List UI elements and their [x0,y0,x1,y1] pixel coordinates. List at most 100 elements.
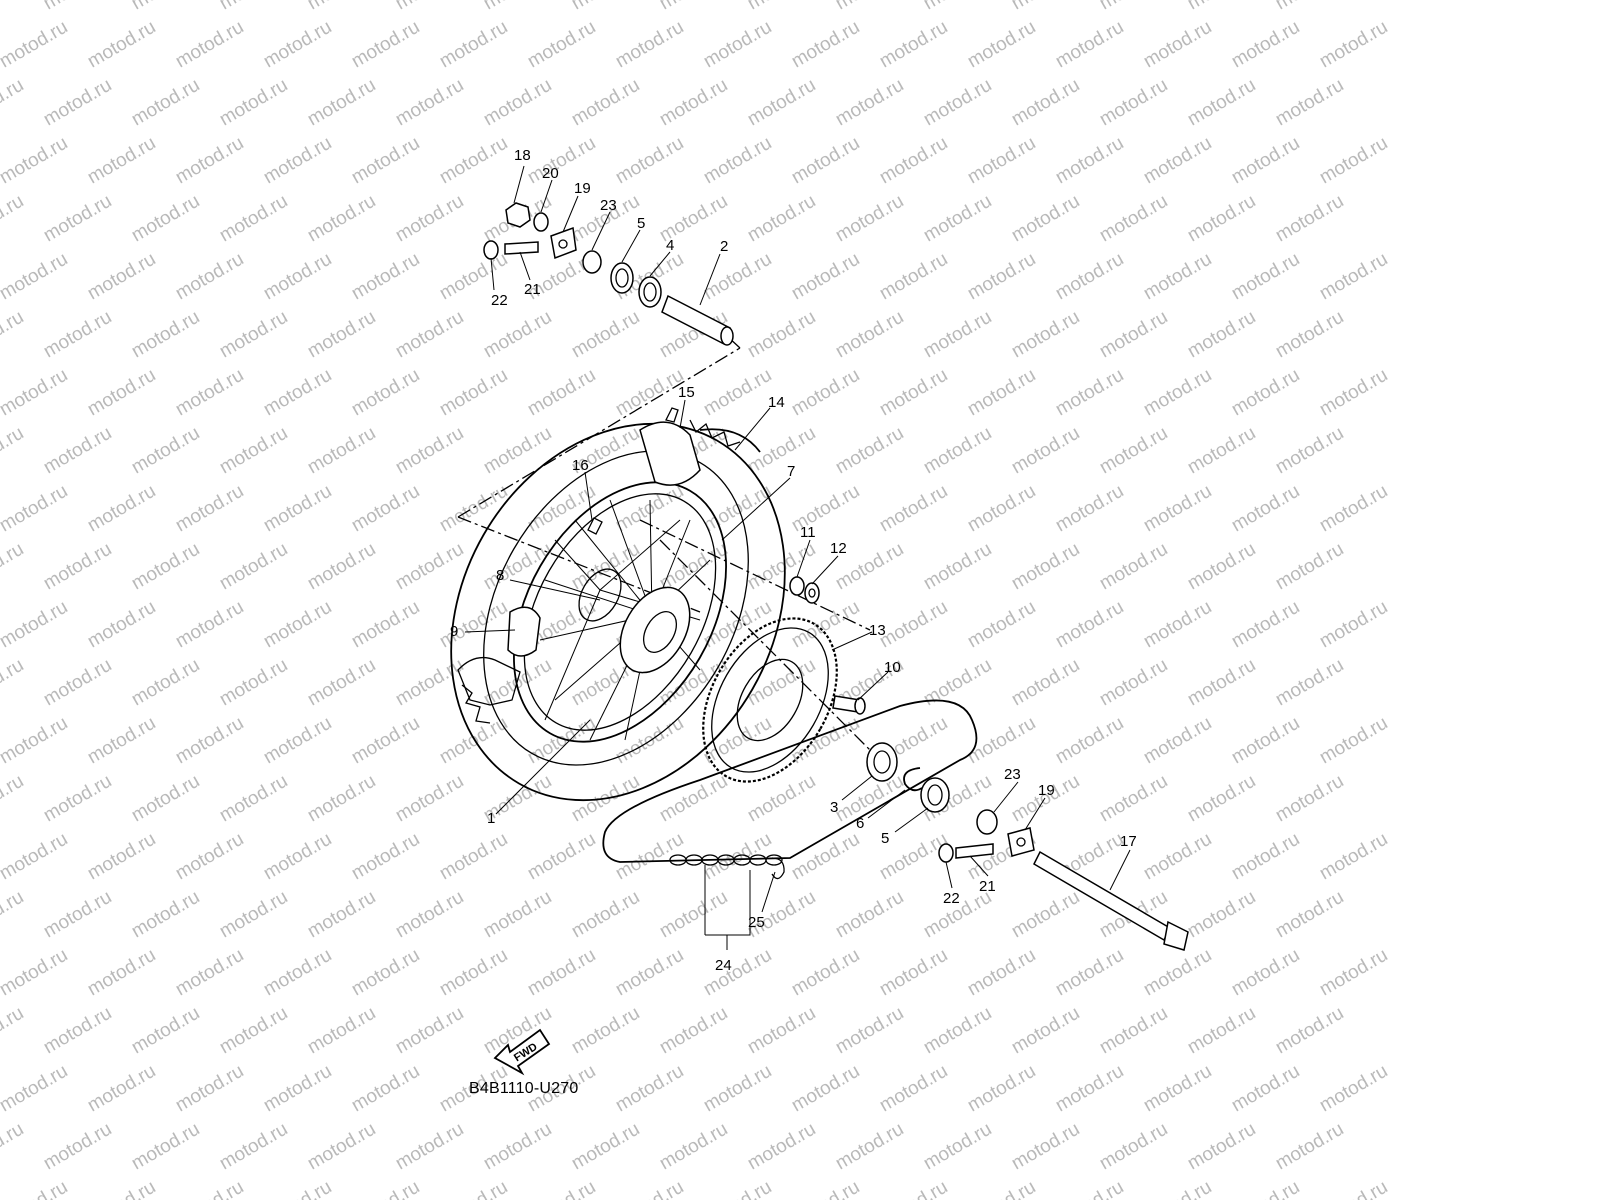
watermark-text: motod.ru [260,829,335,885]
watermark-text: motod.ru [832,307,907,363]
watermark-text: motod.ru [1052,365,1127,421]
watermark-text: motod.ru [568,887,643,943]
watermark-text: motod.ru [788,597,863,653]
watermark-text: motod.ru [128,1003,203,1059]
watermark-text: motod.ru [216,539,291,595]
watermark-text: motod.ru [1140,17,1215,73]
callout-15: 15 [678,384,695,401]
watermark-text: motod.ru [260,1061,335,1117]
watermark-text: motod.ru [172,1177,247,1200]
watermark-text: motod.ru [40,75,115,131]
leader-lines [464,165,1131,950]
watermark-text: motod.ru [260,481,335,537]
watermark-text: motod.ru [1096,191,1171,247]
watermark-text: motod.ru [920,307,995,363]
watermark-text: motod.ru [1140,945,1215,1001]
seal-5-top [610,262,634,294]
watermark-text: motod.ru [40,191,115,247]
watermark-text: motod.ru [216,1119,291,1175]
callout-4: 4 [666,237,674,254]
watermark-text: motod.ru [392,655,467,711]
watermark-text: motod.ru [1228,1061,1303,1117]
watermark-text: motod.ru [84,249,159,305]
watermark-text: motod.ru [480,539,555,595]
watermark-text: motod.ru [392,1003,467,1059]
watermark-text: motod.ru [128,75,203,131]
watermark-text: motod.ru [216,191,291,247]
watermark-text: motod.ru [0,191,27,247]
watermark-text: motod.ru [480,1119,555,1175]
bolt-21-bottom [938,843,994,863]
watermark-text: motod.ru [524,481,599,537]
watermark-text: motod.ru [1008,1003,1083,1059]
watermark-text: motod.ru [920,539,995,595]
watermark-text: motod.ru [436,597,511,653]
watermark-text: motod.ru [84,829,159,885]
watermark-text: motod.ru [436,133,511,189]
watermark-text: motod.ru [1052,713,1127,769]
watermark-text: motod.ru [304,0,379,14]
watermark-text: motod.ru [1184,1003,1259,1059]
watermark-text: motod.ru [216,655,291,711]
callout-23: 23 [600,197,617,214]
watermark-text: motod.ru [304,1119,379,1175]
watermark-text: motod.ru [1228,133,1303,189]
callout-13: 13 [869,622,886,639]
watermark-text: motod.ru [1008,423,1083,479]
callout-21: 21 [524,281,541,298]
watermark-text: motod.ru [304,655,379,711]
callout-22-lower: 22 [943,890,960,907]
watermark-text: motod.ru [260,945,335,1001]
watermark-text: motod.ru [0,887,27,943]
watermark-text: motod.ru [832,75,907,131]
watermark-text: motod.ru [788,133,863,189]
watermark-text: motod.ru [128,0,203,14]
watermark-text: motod.ru [0,1119,27,1175]
watermark-text: motod.ru [0,133,71,189]
callout-20: 20 [542,165,559,182]
drive-chain [602,699,978,880]
watermark-text: motod.ru [1184,1119,1259,1175]
watermark-text: motod.ru [656,887,731,943]
watermark-text: motod.ru [40,1003,115,1059]
watermark-text: motod.ru [700,945,775,1001]
watermark-text: motod.ru [964,713,1039,769]
watermark-text: motod.ru [1184,771,1259,827]
watermark-text: motod.ru [84,365,159,421]
watermark-text: motod.ru [1228,249,1303,305]
watermark-text: motod.ru [40,1119,115,1175]
watermark-text: motod.ru [1272,0,1347,14]
watermark-text: motod.ru [1008,75,1083,131]
watermark-text: motod.ru [1272,771,1347,827]
diagram-code: B4B1110-U270 [469,1080,578,1097]
watermark-text: motod.ru [128,307,203,363]
watermark-text: motod.ru [392,0,467,14]
watermark-text: motod.ru [1096,771,1171,827]
watermark-text: motod.ru [1052,945,1127,1001]
watermark-text: motod.ru [436,365,511,421]
collar-23-bottom [976,809,998,835]
watermark-text: motod.ru [216,75,291,131]
watermark-text: motod.ru [1184,191,1259,247]
watermark-text: motod.ru [0,75,27,131]
adjuster-plate-19-bottom [1007,827,1035,857]
watermark-text: motod.ru [392,307,467,363]
watermark-text: motod.ru [612,829,687,885]
watermark-text: motod.ru [1096,655,1171,711]
watermark-text: motod.ru [216,1003,291,1059]
watermark-text: motod.ru [920,191,995,247]
watermark-text: motod.ru [40,539,115,595]
watermark-text: motod.ru [1140,481,1215,537]
tube-part [639,407,701,486]
watermark-text: motod.ru [832,423,907,479]
watermark-text: motod.ru [1316,597,1391,653]
watermark-text: motod.ru [568,0,643,14]
bolt-21-top [483,240,539,260]
watermark-text: motod.ru [392,887,467,943]
watermark-text: motod.ru [84,481,159,537]
watermark-text: motod.ru [84,597,159,653]
watermark-text: motod.ru [1228,713,1303,769]
watermark-text: motod.ru [1052,249,1127,305]
watermark-text: motod.ru [568,75,643,131]
watermark-text: motod.ru [700,133,775,189]
